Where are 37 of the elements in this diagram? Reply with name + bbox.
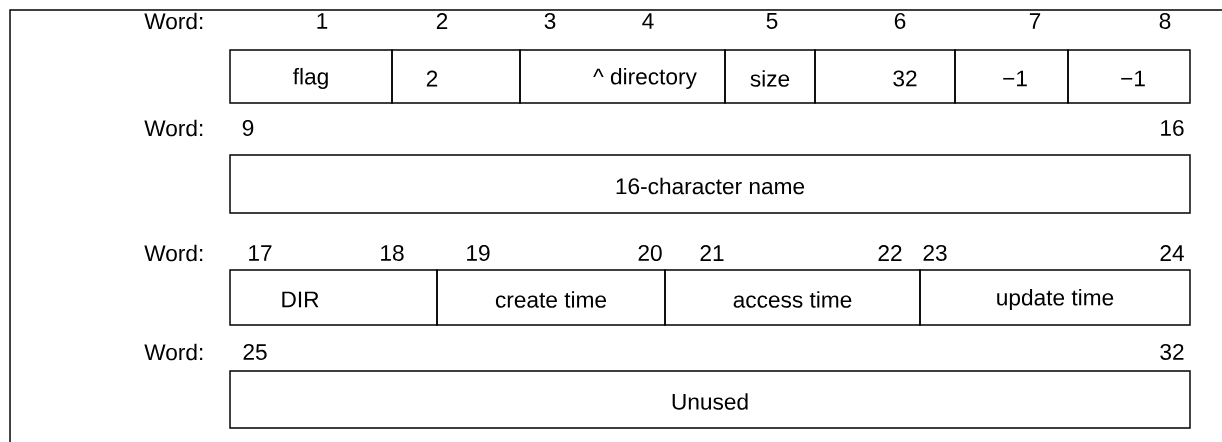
word-number: 2 xyxy=(436,13,448,29)
word-number: 19 xyxy=(467,244,490,261)
word-number: 3 xyxy=(544,12,556,29)
field-cell: ^ directory xyxy=(519,49,726,104)
field-cell: create time xyxy=(436,269,666,326)
field-cell: update time xyxy=(919,269,1191,326)
word-number: 24 xyxy=(1160,245,1184,261)
word-number: 5 xyxy=(766,13,778,29)
field-cell: 16-character name xyxy=(229,154,1191,214)
field-cell: −1 xyxy=(1067,49,1191,104)
word-number: 7 xyxy=(1029,13,1041,29)
field-cell: 2 xyxy=(391,49,521,104)
word-number: 25 xyxy=(243,343,267,360)
word-number: 20 xyxy=(638,244,662,261)
field-cell: access time xyxy=(664,269,921,326)
field-cell: size xyxy=(724,49,816,104)
field-cell: flag xyxy=(229,49,393,104)
word-number: 32 xyxy=(1160,343,1184,360)
row-label: Word: xyxy=(144,343,203,361)
word-number: 21 xyxy=(700,245,724,261)
word-number: 8 xyxy=(1159,12,1171,29)
word-number: 1 xyxy=(317,13,328,29)
word-number: 4 xyxy=(642,13,654,29)
word-number: 6 xyxy=(894,12,906,29)
field-cell: −1 xyxy=(954,49,1069,104)
row-label: Word: xyxy=(144,244,203,262)
word-number: 9 xyxy=(242,119,254,136)
word-number: 17 xyxy=(249,245,272,261)
field-cell: 32 xyxy=(814,49,956,104)
field-cell: DIR xyxy=(229,269,438,326)
word-number: 18 xyxy=(381,244,404,261)
row-label: Word: xyxy=(144,12,203,30)
word-number: 16 xyxy=(1161,119,1184,136)
row-label: Word: xyxy=(144,119,203,137)
field-cell: Unused xyxy=(229,370,1191,429)
word-number: 23 xyxy=(923,244,947,261)
word-number: 22 xyxy=(878,245,902,261)
